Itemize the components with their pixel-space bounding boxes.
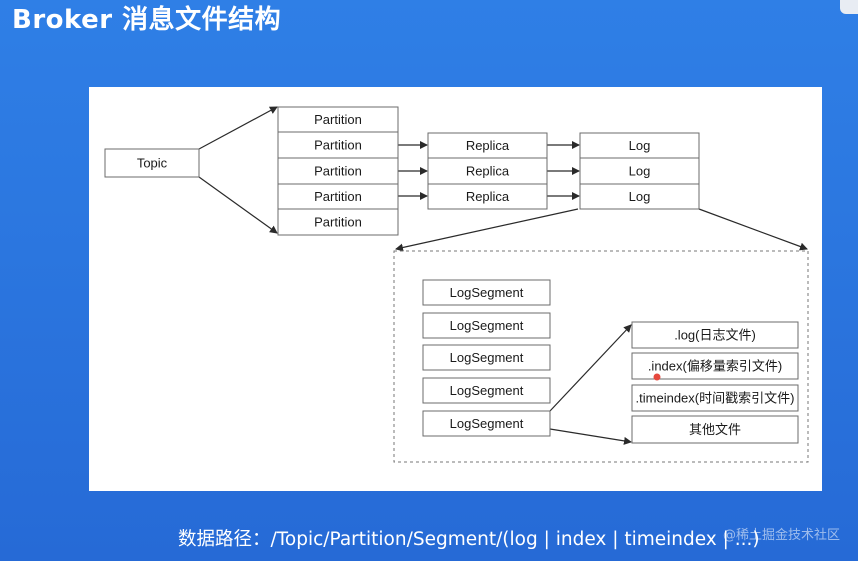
log-column: Log Log Log (579, 132, 700, 210)
segment-file-label: .log(日志文件) (674, 328, 756, 343)
log-segment-label: LogSegment (450, 318, 524, 333)
segment-file-node: 其他文件 (631, 415, 799, 444)
connector-log-to-detail-right (698, 208, 808, 251)
replica-node: Replica (427, 183, 548, 210)
log-segment-label: LogSegment (450, 383, 524, 398)
partition-label: Partition (314, 215, 362, 230)
log-segment-label: LogSegment (450, 285, 524, 300)
log-node: Log (579, 132, 700, 159)
replica-label: Replica (466, 138, 510, 153)
replica-node: Replica (427, 132, 548, 159)
partition-node: Partition (277, 131, 399, 159)
partition-column: Partition Partition Partition Partition … (277, 106, 399, 236)
segment-file-label: .index(偏移量索引文件) (648, 359, 782, 374)
log-segment-node: LogSegment (422, 377, 551, 404)
connector-log-to-detail-left (395, 208, 579, 252)
partition-label: Partition (314, 164, 362, 179)
segment-file-label: .timeindex(时间戳索引文件) (636, 391, 795, 406)
connector-topic-to-last-partition (198, 176, 278, 234)
close-button[interactable] (840, 0, 858, 14)
log-node: Log (579, 157, 700, 185)
data-path-caption: 数据路径：/Topic/Partition/Segment/(log | ind… (178, 529, 760, 550)
partition-label: Partition (314, 112, 362, 127)
log-node: Log (579, 183, 700, 210)
segment-file-label: 其他文件 (689, 422, 741, 437)
topic-node: Topic (104, 148, 200, 178)
connectors (198, 106, 808, 445)
site-watermark: @稀土掘金技术社区 (722, 528, 840, 543)
laser-pointer-dot (653, 373, 661, 381)
segment-file-node: .timeindex(时间戳索引文件) (631, 384, 799, 412)
replica-node: Replica (427, 157, 548, 185)
partition-label: Partition (314, 189, 362, 204)
broker-structure-diagram: Topic Partition Partition Partition Part… (104, 106, 809, 463)
connector-segment-to-other-files (549, 428, 632, 445)
replica-label: Replica (466, 164, 510, 179)
log-segment-list: LogSegment LogSegment LogSegment LogSegm… (422, 279, 551, 437)
partition-node: Partition (277, 106, 399, 133)
log-label: Log (629, 189, 651, 204)
partition-node: Partition (277, 183, 399, 210)
connector-topic-to-first-partition (198, 106, 278, 150)
replica-label: Replica (466, 189, 510, 204)
connector-segment-to-log-file (549, 324, 632, 412)
segment-file-list: .log(日志文件) .index(偏移量索引文件) .timeindex(时间… (631, 321, 799, 444)
log-segment-node: LogSegment (422, 279, 551, 306)
segment-file-node: .index(偏移量索引文件) (631, 352, 799, 380)
segment-detail-frame (393, 250, 809, 463)
log-segment-node: LogSegment (422, 312, 551, 339)
partition-node: Partition (277, 208, 399, 236)
segment-file-node: .log(日志文件) (631, 321, 799, 349)
log-segment-label: LogSegment (450, 350, 524, 365)
topic-label: Topic (137, 156, 168, 171)
replica-column: Replica Replica Replica (427, 132, 548, 210)
slide-title: Broker 消息文件结构 (12, 5, 282, 35)
log-segment-label: LogSegment (450, 416, 524, 431)
log-label: Log (629, 164, 651, 179)
diagram-card: Topic Partition Partition Partition Part… (89, 87, 822, 491)
log-segment-node: LogSegment (422, 410, 551, 437)
log-segment-node: LogSegment (422, 344, 551, 371)
partition-label: Partition (314, 138, 362, 153)
partition-node: Partition (277, 157, 399, 185)
log-label: Log (629, 138, 651, 153)
